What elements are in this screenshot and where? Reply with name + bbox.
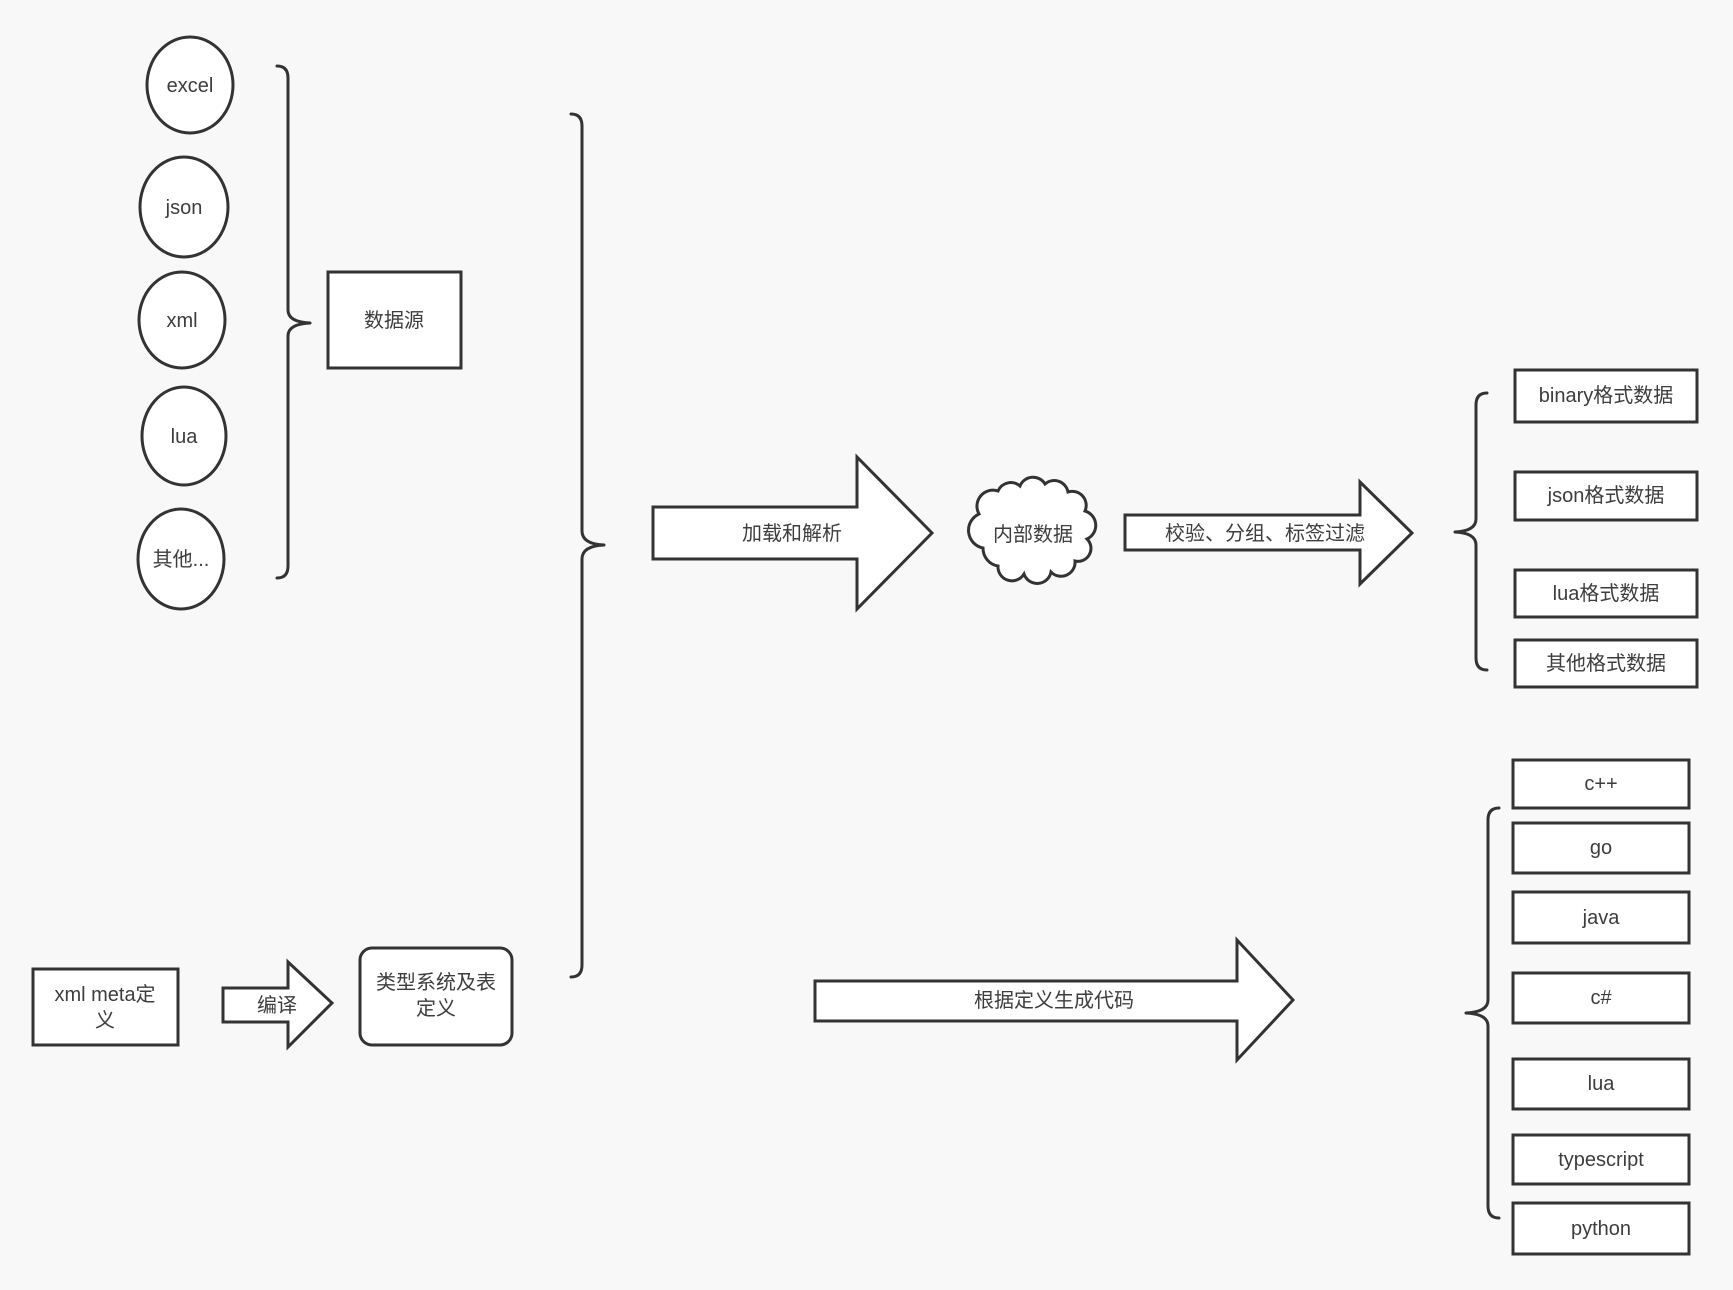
language-box-typescript-shape	[1511, 1133, 1691, 1186]
internal-data-cloud: 内部数据	[967, 475, 1098, 585]
format-box-other-label: 其他格式数据	[1546, 652, 1666, 675]
language-box-typescript: typescript	[1511, 1133, 1691, 1186]
format-box-lua-shape	[1513, 568, 1699, 619]
language-box-java: java	[1511, 890, 1691, 945]
source-node-excel-label: excel	[167, 75, 214, 97]
format-box-json: json格式数据	[1513, 470, 1699, 522]
language-box-csharp-shape	[1511, 971, 1691, 1025]
format-box-binary-label: binary格式数据	[1539, 384, 1673, 407]
language-box-lua: lua	[1511, 1057, 1691, 1111]
sources-group-brace	[275, 64, 312, 580]
format-box-binary-shape	[1513, 368, 1699, 424]
language-box-cpp: c++	[1511, 758, 1691, 810]
compile-arrow-label: 编译	[257, 994, 297, 1017]
filter-arrow: 校验、分组、标签过滤	[1123, 478, 1415, 588]
source-node-lua-label: lua	[171, 426, 199, 448]
language-box-go-shape	[1511, 821, 1691, 875]
language-box-csharp-label: c#	[1590, 987, 1612, 1009]
input-group-brace	[569, 112, 606, 979]
language-box-java-label: java	[1582, 907, 1621, 929]
type-system-box-shape	[358, 946, 514, 1047]
filter-arrow-shape	[1123, 478, 1415, 588]
load-parse-arrow-shape	[651, 453, 935, 613]
language-box-typescript-label: typescript	[1558, 1149, 1644, 1171]
source-node-json-label: json	[165, 197, 203, 219]
source-node-lua-shape	[140, 385, 228, 487]
source-node-excel: excel	[145, 35, 235, 135]
xml-meta-box-shape	[31, 967, 180, 1047]
languages-group-brace	[1464, 806, 1501, 1220]
format-box-lua-label: lua格式数据	[1553, 582, 1660, 605]
internal-data-cloud-label: 内部数据	[993, 523, 1073, 546]
xml-meta-box-label-line1: xml meta定	[54, 983, 155, 1006]
compile-arrow: 编译	[221, 958, 335, 1051]
internal-data-cloud-shape	[967, 475, 1098, 585]
language-box-python: python	[1511, 1201, 1691, 1256]
language-box-csharp: c#	[1511, 971, 1691, 1025]
language-box-python-label: python	[1571, 1218, 1631, 1240]
generate-code-arrow-label: 根据定义生成代码	[974, 989, 1134, 1012]
generate-code-arrow: 根据定义生成代码	[813, 936, 1296, 1064]
format-box-binary: binary格式数据	[1513, 368, 1699, 424]
source-node-excel-shape	[145, 35, 235, 135]
language-box-cpp-label: c++	[1584, 773, 1617, 795]
xml-meta-box: xml meta定 义	[31, 967, 180, 1047]
language-box-lua-shape	[1511, 1057, 1691, 1111]
language-box-python-shape	[1511, 1201, 1691, 1256]
format-box-json-shape	[1513, 470, 1699, 522]
type-system-box: 类型系统及表 定义	[358, 946, 514, 1047]
source-node-other: 其他...	[136, 507, 226, 611]
data-source-box-shape	[326, 270, 463, 370]
source-node-other-label: 其他...	[153, 548, 210, 571]
filter-arrow-label: 校验、分组、标签过滤	[1165, 522, 1365, 545]
source-node-xml-shape	[137, 270, 227, 370]
data-source-box-label: 数据源	[364, 309, 424, 332]
format-box-json-label: json格式数据	[1547, 484, 1665, 507]
xml-meta-box-label-line2: 义	[95, 1009, 115, 1032]
source-node-json: json	[138, 155, 230, 259]
format-box-other: 其他格式数据	[1513, 638, 1699, 689]
data-source-box: 数据源	[326, 270, 463, 370]
type-system-box-label-line1: 类型系统及表	[376, 971, 496, 994]
formats-group-brace	[1453, 391, 1489, 672]
format-box-lua: lua格式数据	[1513, 568, 1699, 619]
language-box-lua-label: lua	[1588, 1073, 1616, 1095]
source-node-other-shape	[136, 507, 226, 611]
source-node-xml-label: xml	[166, 310, 197, 332]
source-node-lua: lua	[140, 385, 228, 487]
language-box-go-label: go	[1590, 837, 1612, 859]
load-parse-arrow-label: 加载和解析	[742, 522, 842, 545]
type-system-box-label-line2: 定义	[416, 997, 456, 1020]
generate-code-arrow-shape	[813, 936, 1296, 1064]
load-parse-arrow: 加载和解析	[651, 453, 935, 613]
language-box-cpp-shape	[1511, 758, 1691, 810]
source-node-json-shape	[138, 155, 230, 259]
compile-arrow-shape	[221, 958, 335, 1051]
language-box-java-shape	[1511, 890, 1691, 945]
source-node-xml: xml	[137, 270, 227, 370]
language-box-go: go	[1511, 821, 1691, 875]
format-box-other-shape	[1513, 638, 1699, 689]
